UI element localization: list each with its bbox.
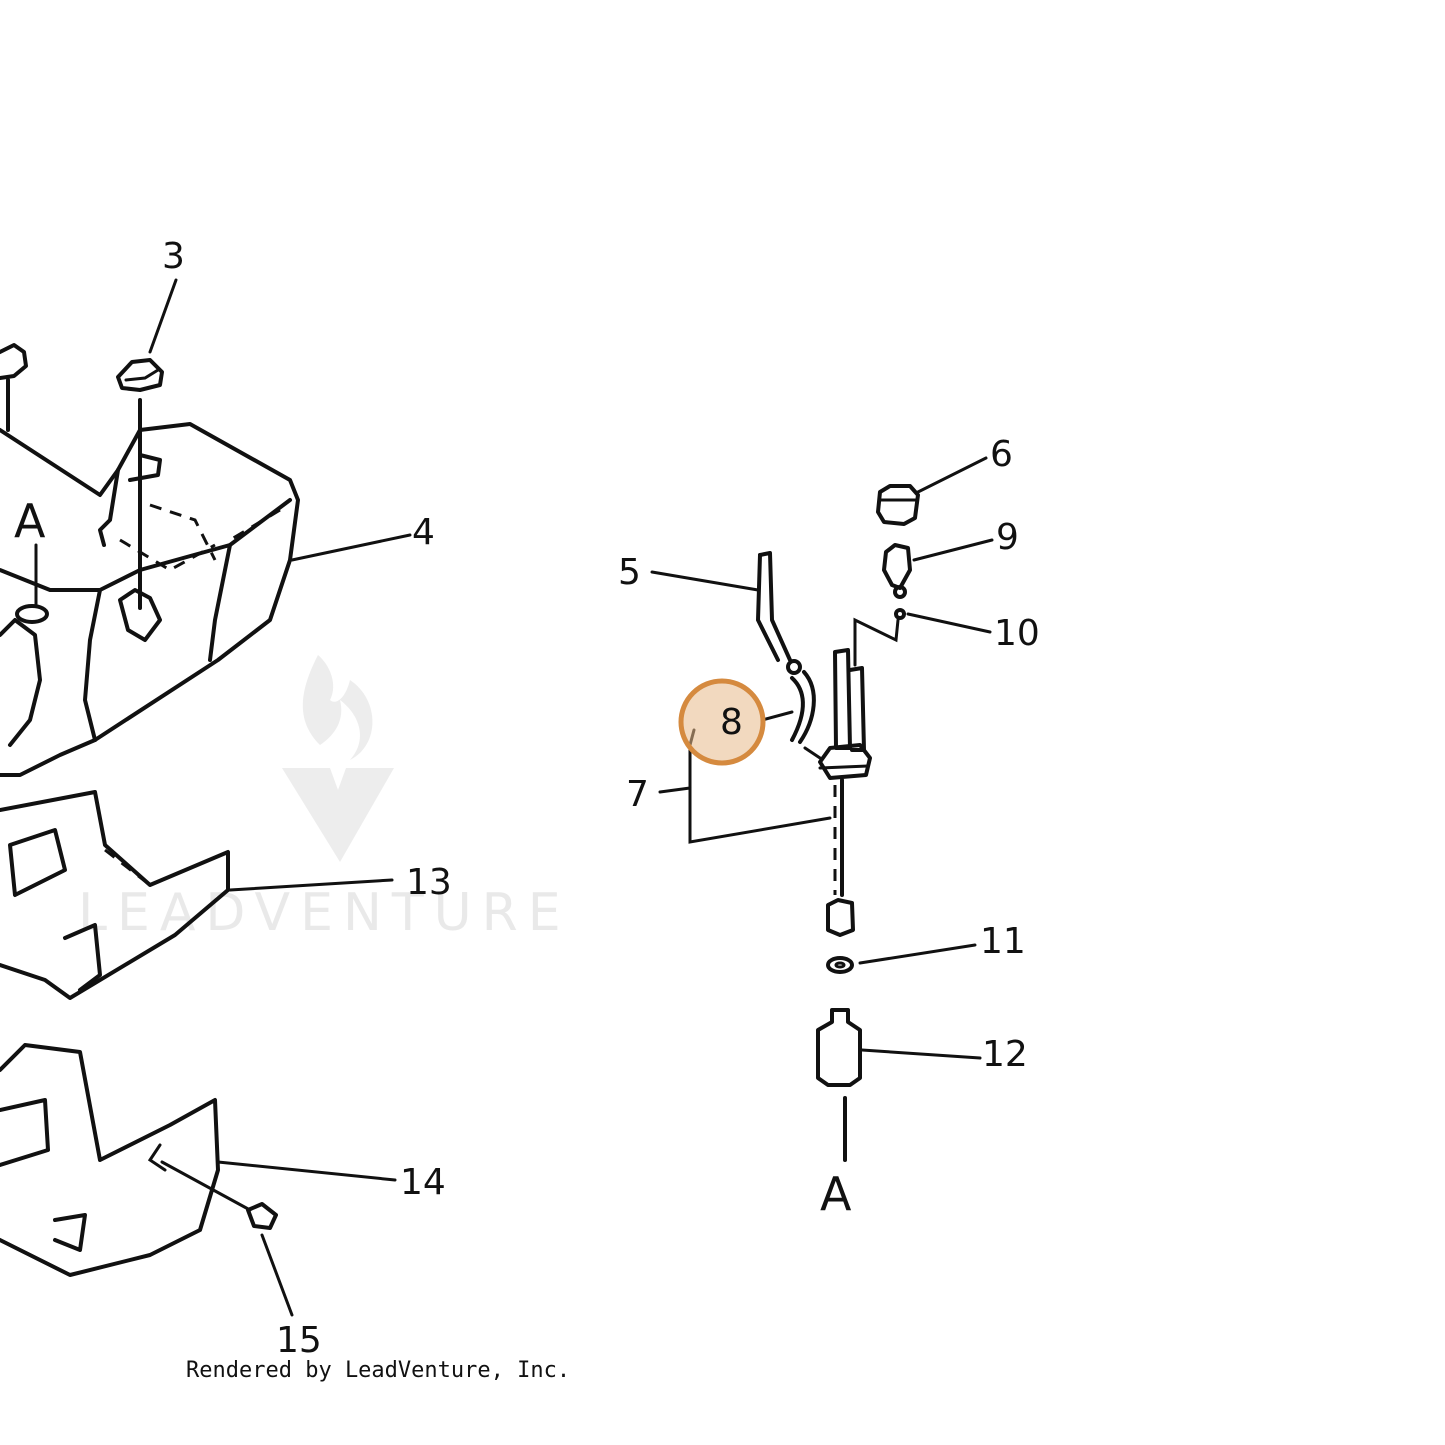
callout-11[interactable]: 11	[980, 921, 1026, 962]
part-13-guard	[0, 790, 230, 1000]
callout-5[interactable]: 5	[618, 552, 641, 593]
watermark: LEADVENTURE	[78, 655, 571, 943]
part-5-hose	[756, 551, 792, 662]
callout-labels: 3 4 5 6 7 8 9 10 11 12 13 14 15	[162, 236, 1040, 1361]
watermark-text: LEADVENTURE	[78, 883, 571, 943]
callout-6[interactable]: 6	[990, 434, 1013, 475]
callout-9[interactable]: 9	[996, 517, 1019, 558]
part-7-pickup	[818, 648, 872, 937]
highlight-callout-8[interactable]	[678, 678, 766, 766]
part-3-grommet	[116, 358, 164, 610]
part-11-washer	[826, 956, 854, 974]
credit-text: Rendered by LeadVenture, Inc.	[186, 1358, 571, 1383]
callout-10[interactable]: 10	[994, 613, 1040, 654]
part-12-filter	[816, 1008, 862, 1162]
callout-7[interactable]: 7	[626, 774, 649, 815]
part-9-valve	[882, 543, 912, 599]
callout-8[interactable]: 8	[720, 702, 743, 743]
callout-15[interactable]: 15	[276, 1320, 322, 1361]
part-14-cover	[0, 1043, 220, 1277]
callout-4[interactable]: 4	[412, 512, 435, 553]
callout-12[interactable]: 12	[982, 1034, 1028, 1075]
part-8-hose	[786, 659, 816, 744]
part-grommet-left	[0, 343, 28, 432]
leader-lines	[34, 278, 994, 1317]
callout-14[interactable]: 14	[400, 1162, 446, 1203]
ref-a-bottom: A	[820, 1167, 852, 1221]
callout-13[interactable]: 13	[406, 862, 452, 903]
part-15-screw	[246, 1202, 278, 1230]
part-10-connector	[853, 608, 906, 667]
ref-a-top: A	[14, 494, 46, 548]
callout-3[interactable]: 3	[162, 236, 185, 277]
watermark-flame-icon	[302, 655, 373, 760]
watermark-v-icon	[282, 768, 394, 862]
part-6-cap	[876, 484, 920, 526]
part-4-fuel-tank	[0, 422, 300, 777]
